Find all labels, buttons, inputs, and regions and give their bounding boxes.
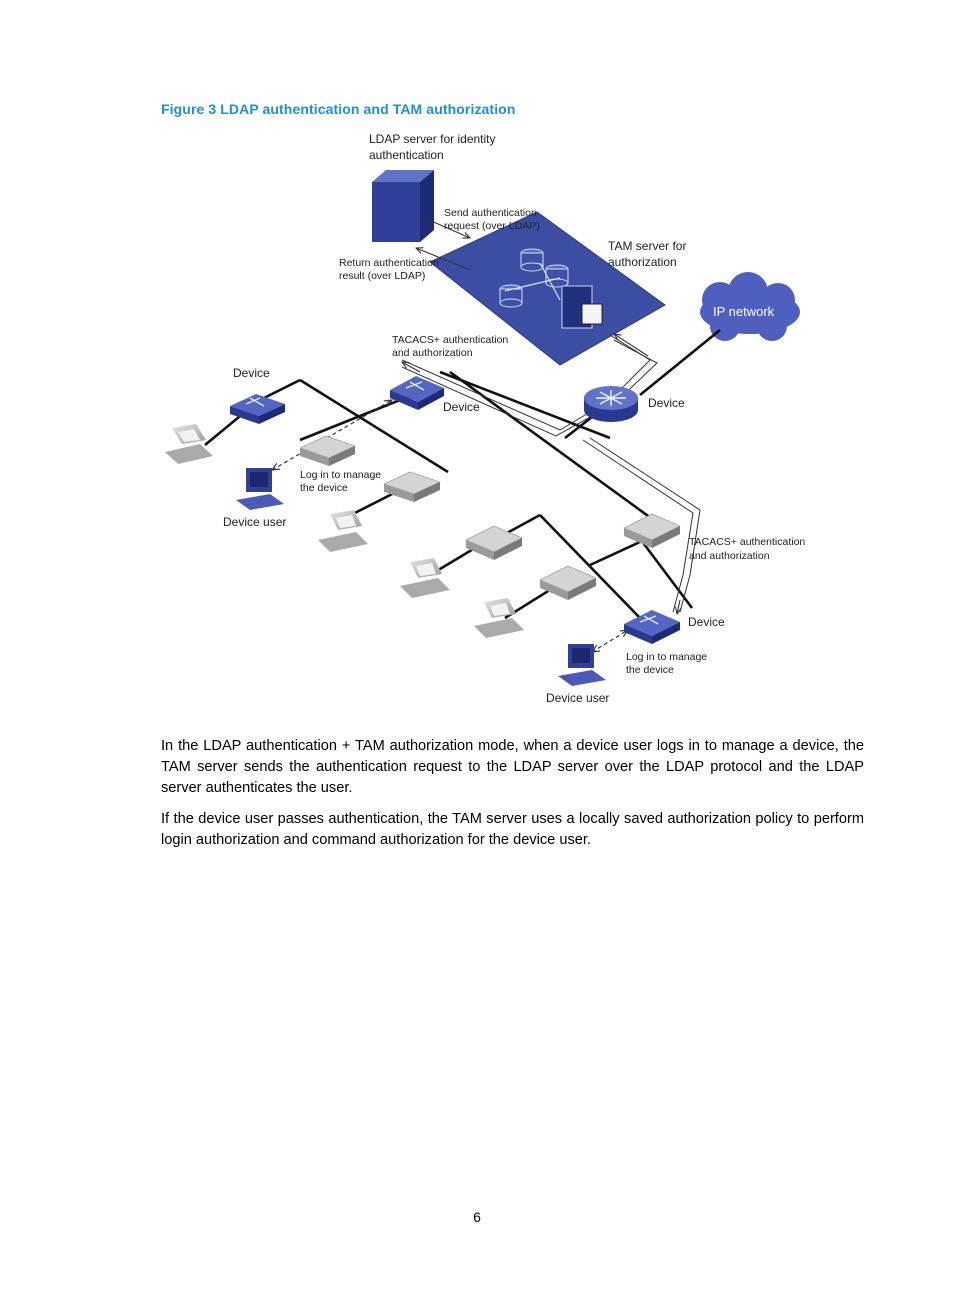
pc-icon — [474, 598, 524, 638]
label-ldap-server: LDAP server for identity — [369, 132, 496, 146]
pc-icon — [400, 558, 450, 598]
switch-icon — [383, 471, 441, 502]
pc-icon — [165, 424, 213, 464]
label-login: the device — [300, 482, 348, 494]
label-login: Log in to manage — [300, 469, 381, 481]
platform-links — [504, 262, 561, 301]
label-login: the device — [626, 664, 674, 676]
network-links — [204, 328, 721, 620]
label-device-user: Device user — [546, 691, 609, 705]
switch-icon — [624, 610, 680, 644]
label-send-request: request (over LDAP) — [444, 220, 540, 232]
switch-icon — [539, 565, 597, 600]
label-return-result: result (over LDAP) — [339, 270, 425, 282]
label-device: Device — [688, 615, 725, 629]
tam-server-icon — [561, 285, 603, 329]
pc-icon — [318, 510, 368, 552]
figure-caption: Figure 3 LDAP authentication and TAM aut… — [161, 101, 516, 117]
device-user-pc-icon — [236, 468, 284, 510]
label-login: Log in to manage — [626, 651, 707, 663]
label-tam-server: TAM server for — [608, 239, 686, 253]
tam-server-platform — [429, 211, 666, 366]
database-icon — [545, 264, 569, 288]
switch-icon — [465, 525, 523, 560]
label-ldap-server: authentication — [369, 148, 444, 162]
switch-icon — [623, 513, 681, 548]
label-device-user: Device user — [223, 515, 286, 529]
body-paragraph: In the LDAP authentication + TAM authori… — [161, 738, 864, 796]
label-device: Device — [443, 400, 480, 414]
switch-icon — [230, 394, 285, 424]
label-tacacs-right: TACACS+ authentication — [689, 536, 805, 548]
device-user-pc-icon — [558, 644, 606, 686]
database-icon — [520, 248, 544, 272]
router-icon — [584, 386, 638, 422]
body-paragraph: If the device user passes authentication… — [161, 811, 864, 848]
network-diagram: LDAP server for identity authentication … — [165, 132, 805, 705]
label-device: Device — [648, 396, 685, 410]
label-tacacs-top: TACACS+ authentication — [392, 334, 508, 346]
label-tacacs-top: and authorization — [392, 347, 473, 359]
label-device: Device — [233, 366, 270, 380]
label-tacacs-right: and authorization — [689, 550, 770, 562]
switch-icon — [299, 435, 356, 466]
page-number: 6 — [473, 1209, 481, 1225]
switch-icon — [390, 376, 444, 410]
label-tam-server: authorization — [608, 255, 677, 269]
label-send-request: Send authentication — [444, 207, 537, 219]
login-dashed-arrows — [272, 400, 628, 652]
label-return-result: Return authentication — [339, 257, 439, 269]
arrows — [402, 215, 680, 614]
tacacs-path — [401, 334, 701, 613]
label-ip-network: IP network — [713, 304, 775, 319]
ldap-server-icon — [372, 170, 434, 242]
